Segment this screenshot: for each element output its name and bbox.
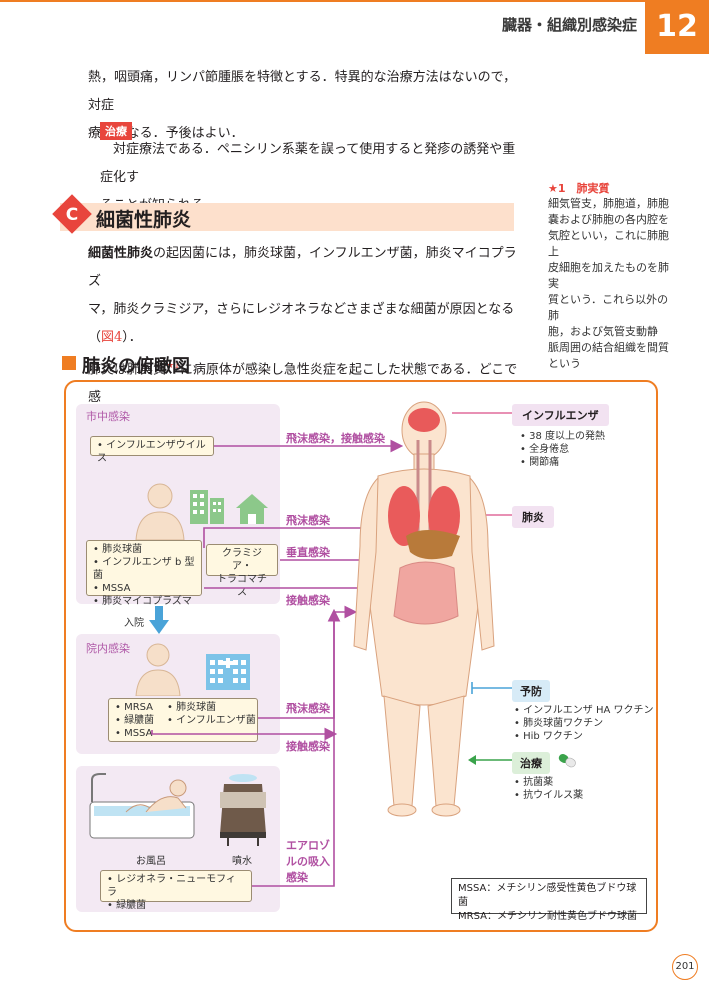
influenza-virus-box: • インフルエンザウイルス — [90, 436, 214, 464]
route-line: 感染 — [286, 871, 308, 884]
route-aerosol: エアロゾ ルの吸入 感染 — [286, 838, 330, 886]
city-buildings-icon — [190, 490, 268, 524]
list-item: • MSSA — [115, 728, 153, 739]
paragraph-line: 細菌性肺炎の起因菌には，肺炎球菌，インフルエンザ菌，肺炎マイコプラズ — [88, 240, 528, 296]
list-item: • インフルエンザ b 型菌 — [93, 557, 195, 581]
capsule-icon — [558, 754, 576, 768]
figure-title: 肺炎の俯瞰図 — [82, 356, 190, 377]
list-item: • インフルエンザ HA ワクチン — [514, 705, 654, 716]
side-note-body: 細気管支，肺胞道，肺胞 嚢および肺胞の各内腔を 気腔といい，これに肺胞上 皮細胞… — [548, 196, 672, 372]
chapter-number-badge: 12 — [645, 0, 709, 54]
route-droplet-contact: 飛沫感染，接触感染 — [286, 432, 385, 445]
chapter-title: 臓器・組織別感染症 — [501, 16, 637, 34]
list-column: • MRSA • 緑膿菌 • MSSA — [115, 701, 154, 740]
route-hospital-droplet: 飛沫感染 — [286, 702, 330, 715]
paragraph-line: 肺炎は肺実質★1に病原体が感染し急性炎症を起こした状態である．どこで感 — [88, 352, 528, 412]
environment-pathogen-list: • レジオネラ・ニューモフィラ • 緑膿菌 — [100, 870, 252, 911]
section-heading-bar — [60, 203, 514, 231]
side-note-line: 気腔といい，これに肺胞上 — [548, 229, 669, 258]
list-item: • 肺炎マイコプラズマ — [93, 596, 192, 607]
bath-label: お風呂 — [136, 856, 166, 867]
paragraph-text: に病原体が感染し急性炎症を起こした状態である．どこで感 — [88, 362, 518, 406]
abbreviation-line: MRSA：メチシリン耐性黄色ブドウ球菌 — [458, 911, 637, 922]
side-note-line: 細気管支，肺胞道，肺胞 — [548, 197, 669, 210]
treatment-list: • 抗菌薬 • 抗ウイルス薬 — [514, 776, 583, 802]
hospital-building-icon — [206, 654, 250, 690]
side-note-line: 皮細胞を加えたものを肺実 — [548, 261, 669, 290]
paragraph-text: の起因菌には，肺炎球菌，インフルエンザ菌，肺炎マイコプラズ — [88, 246, 517, 289]
list-item: • レジオネラ・ニューモフィラ — [107, 874, 236, 898]
pneumonia-tag: 肺炎 — [512, 506, 554, 528]
side-note-line: という — [548, 357, 581, 370]
paragraph-text: 肺炎は肺実質 — [88, 362, 167, 378]
list-item: • 関節痛 — [520, 457, 560, 468]
admission-label: 入院 — [124, 618, 144, 629]
route-vertical: 垂直感染 — [286, 546, 330, 559]
figure-reference-link[interactable]: 図4 — [101, 330, 123, 345]
abbreviation-line: MSSA：メチシリン感受性黄色ブドウ球菌 — [458, 883, 637, 908]
side-note-line: 嚢および肺胞の各内腔を — [548, 213, 669, 226]
paragraph-text: マ，肺炎クラミジア，さらにレジオネラなどさまざまな細菌が原因となる（ — [88, 302, 515, 345]
treatment-tag: 治療 — [512, 752, 550, 774]
route-line: エアロゾ — [286, 839, 330, 852]
figure-frame — [64, 380, 658, 932]
footnote-star[interactable]: ★1 — [166, 361, 180, 371]
abbreviation-box: MSSA：メチシリン感受性黄色ブドウ球菌 MRSA：メチシリン耐性黄色ブドウ球菌 — [451, 878, 647, 922]
paragraph-2: 細菌性肺炎の起因菌には，肺炎球菌，インフルエンザ菌，肺炎マイコプラズ マ，肺炎ク… — [88, 240, 528, 412]
list-column: • 肺炎球菌 • インフルエンザ菌 — [167, 701, 256, 727]
list-item: • MSSA — [93, 583, 131, 594]
hospital-panel-title: 院内感染 — [86, 642, 130, 655]
list-item: • MRSA — [115, 702, 154, 713]
human-body-illustration — [353, 401, 495, 817]
list-item: • Hib ワクチン — [514, 731, 583, 742]
influenza-tag: インフルエンザ — [512, 404, 609, 426]
paragraph-text: ）． — [122, 330, 142, 345]
side-note-line: 質という．これら以外の肺 — [548, 293, 669, 322]
person-icon — [135, 643, 181, 696]
figure-title-marker — [62, 356, 76, 370]
chlamydia-box: クラミジア・ トラコマチス — [206, 544, 278, 598]
list-item: • 肺炎球菌 — [167, 702, 217, 713]
fountain-label: 噴水 — [232, 856, 252, 867]
side-note-line: 脈周囲の結合組織を間質 — [548, 341, 669, 354]
page-number: 201 — [672, 954, 698, 980]
list-item: • 肺炎球菌 — [93, 544, 143, 555]
paragraph-line: 熱，咽頭痛，リンパ節腫脹を特徴とする．特異的な治療方法はないので，対症 — [88, 70, 517, 113]
section-title: 細菌性肺炎 — [96, 209, 192, 231]
prevention-tag: 予防 — [512, 680, 550, 702]
list-item: • 肺炎球菌ワクチン — [514, 718, 604, 729]
emphasis-term: 細菌性肺炎 — [88, 246, 154, 261]
influenza-symptom-list: • 38 度以上の発熱 • 全身倦怠 • 関節痛 — [520, 430, 605, 469]
route-hospital-contact: 接触感染 — [286, 740, 330, 753]
prevention-list: • インフルエンザ HA ワクチン • 肺炎球菌ワクチン • Hib ワクチン — [514, 704, 654, 743]
route-contact: 接触感染 — [286, 594, 330, 607]
route-droplet: 飛沫感染 — [286, 514, 330, 527]
community-pathogen-list: • 肺炎球菌 • インフルエンザ b 型菌 • MSSA • 肺炎マイコプラズマ — [86, 540, 202, 607]
box-line: クラミジア・ — [222, 548, 262, 572]
section-letter: C — [65, 205, 79, 225]
list-item: • 抗ウイルス薬 — [514, 790, 584, 801]
person-icon — [135, 483, 185, 540]
list-item: • 抗菌薬 — [514, 777, 554, 788]
treatment-label: 治療 — [100, 122, 132, 140]
header-rule — [0, 0, 709, 2]
list-item: • 緑膿菌 — [115, 715, 155, 726]
community-panel-title: 市中感染 — [86, 410, 130, 423]
list-item: • インフルエンザ菌 — [167, 715, 256, 726]
down-arrow-icon — [149, 606, 169, 634]
list-item: • 38 度以上の発熱 — [520, 431, 605, 442]
list-item: • 全身倦怠 — [520, 444, 570, 455]
paragraph-line: マ，肺炎クラミジア，さらにレジオネラなどさまざまな細菌が原因となる（図4）． — [88, 296, 528, 352]
box-line: トラコマチス — [217, 574, 267, 598]
bathtub-illustration — [89, 773, 195, 839]
paragraph-line: 対症療法である．ペニシリン系薬を誤って使用すると発疹の誘発や重症化す — [100, 142, 516, 185]
side-note-line: 胞，および気管支動静 — [548, 325, 658, 338]
cooling-tower-illustration — [220, 774, 266, 846]
list-item: • 緑膿菌 — [107, 900, 147, 911]
side-note-title: ★1 肺実質 — [548, 182, 610, 195]
route-line: ルの吸入 — [286, 855, 330, 868]
